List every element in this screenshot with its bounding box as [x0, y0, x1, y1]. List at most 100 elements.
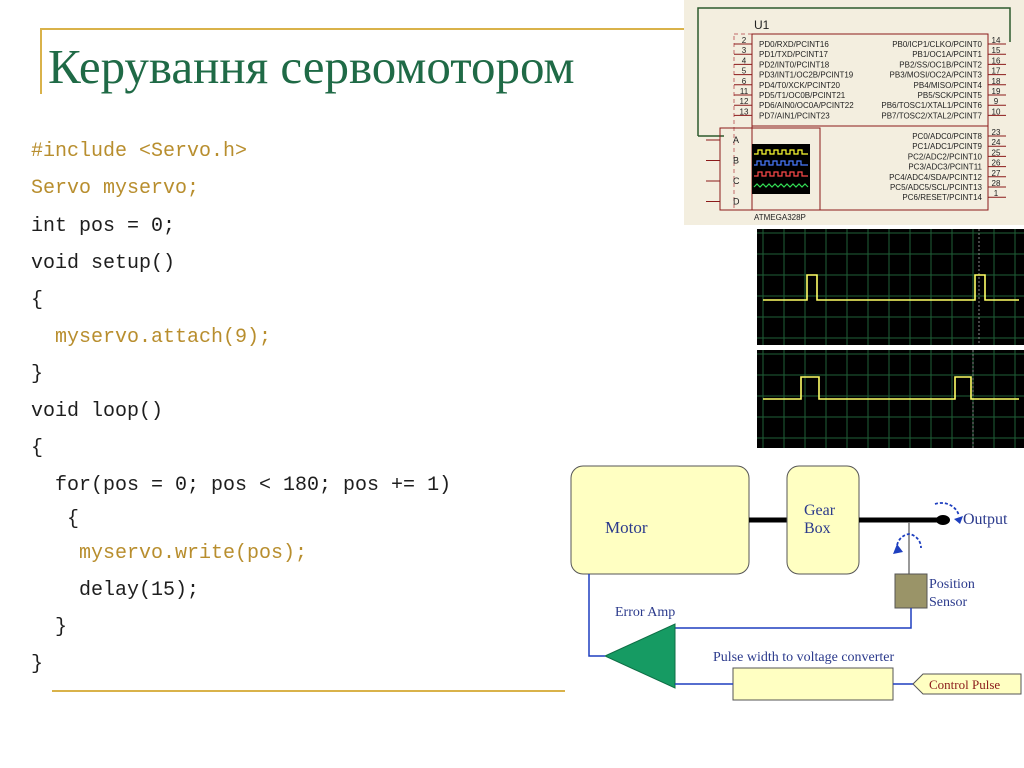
pin-name: PB7/TOSC2/XTAL2/PCINT7 [881, 111, 982, 120]
servo-block-diagram-drawing: Motor Gear Box Output Position Sensor Er… [570, 465, 1022, 701]
pin-name: PD6/AIN0/OC0A/PCINT22 [759, 101, 854, 110]
code-line: } [31, 616, 68, 639]
right-pins-top: 14 PB0/ICP1/CLKO/PCINT0 15 PB1/OC1A/PCINT1 1… [881, 36, 1006, 120]
pin-name: PC1/ADC1/PCINT9 [912, 142, 982, 151]
pin-number: 4 [742, 56, 747, 65]
code-line: } [31, 363, 44, 386]
code-line: #include <Servo.h> [31, 140, 248, 163]
scope-trace-c [754, 171, 808, 177]
pin-name: PD0/RXD/PCINT16 [759, 40, 829, 49]
servo-block-diagram: Motor Gear Box Output Position Sensor Er… [565, 458, 1024, 703]
pin-number: 10 [992, 107, 1001, 116]
control-pulse-label: Control Pulse [929, 677, 1000, 692]
scope-channel-label: A [733, 135, 739, 145]
pin-name: PB4/MISO/PCINT4 [914, 81, 983, 90]
output-shaft-end [936, 515, 950, 525]
pin-name: PB0/ICP1/CLKO/PCINT0 [892, 40, 982, 49]
oscilloscope-capture-2 [757, 350, 1024, 448]
converter-block [732, 667, 894, 701]
pin-name: PD5/T1/OC0B/PCINT21 [759, 91, 846, 100]
scope-trace-b [754, 160, 808, 166]
pin-name: PC5/ADC5/SCL/PCINT13 [890, 183, 983, 192]
oscilloscope-2-drawing [757, 350, 1024, 448]
code-line: { [31, 289, 44, 312]
accent-line-bottom [52, 690, 568, 692]
pin-number: 13 [740, 107, 749, 116]
pin-number: 5 [742, 67, 747, 76]
scope-trace-d [753, 183, 809, 188]
left-pins: 2 PD0/RXD/PCINT16 3 PD1/TXD/PCINT17 4 PD2/INT… [734, 36, 854, 120]
pin-number: 27 [992, 169, 1001, 178]
motor-block [570, 465, 750, 575]
pin-number: 12 [740, 97, 749, 106]
accent-line-top [40, 28, 700, 30]
pin-name: PC6/RESET/PCINT14 [902, 193, 982, 202]
position-sensor-label-2: Sensor [929, 595, 967, 610]
pin-name: PB1/OC1A/PCINT1 [912, 50, 982, 59]
pin-name: PC3/ADC3/PCINT11 [908, 163, 982, 172]
pin-number: 17 [992, 67, 1001, 76]
pin-name: PD4/T0/XCK/PCINT20 [759, 81, 840, 90]
pin-number: 16 [992, 56, 1001, 65]
amp-to-motor-wire [588, 574, 605, 657]
pin-name: PB2/SS/OC1B/PCINT2 [899, 60, 982, 69]
accent-line-left [40, 28, 42, 94]
code-line: for(pos = 0; pos < 180; pos += 1) [31, 474, 452, 497]
pin-number: 24 [992, 138, 1001, 147]
code-line: int pos = 0; [31, 215, 176, 238]
code-line: Servo myservo; [31, 177, 200, 200]
converter-label: Pulse width to voltage converter [713, 650, 895, 665]
scope-trace-a [754, 149, 808, 155]
pin-number: 28 [992, 179, 1001, 188]
scope-channels: A BC D [706, 135, 740, 207]
code-line: myservo.write(pos); [31, 542, 308, 565]
schematic-wire-top [697, 7, 1011, 136]
gear-box-label-1: Gear [804, 502, 836, 519]
pin-number: 19 [992, 87, 1001, 96]
code-line: { [31, 508, 80, 531]
code-line: void loop() [31, 400, 164, 423]
scope-channel-label: B [733, 156, 739, 166]
code-line: myservo.attach(9); [31, 326, 272, 349]
motor-label: Motor [605, 518, 648, 537]
pin-name: PC0/ADC0/PCINT8 [912, 132, 982, 141]
feedback-wire [675, 608, 912, 629]
pin-name: PD7/AIN1/PCINT23 [759, 111, 830, 120]
position-sensor-block [894, 573, 928, 609]
pin-number: 26 [992, 159, 1001, 168]
rotation-arrow-sensor-icon [895, 533, 922, 551]
pin-number: 15 [992, 46, 1001, 55]
pin-name: PD3/INT1/OC2B/PCINT19 [759, 71, 854, 80]
pin-name: PD2/INT0/PCINT18 [759, 60, 830, 69]
code-line: { [31, 437, 44, 460]
pin-number: 6 [742, 77, 747, 86]
scope-channel-label: D [733, 197, 740, 207]
oscilloscope-capture-1 [757, 229, 1024, 345]
pin-number: 3 [742, 46, 747, 55]
scope-channel-label: C [733, 176, 740, 186]
pin-number: 14 [992, 36, 1001, 45]
right-pins-bottom: 23PC0/ADC0/PCINT824PC1/ADC1/PCINT925PC2/… [889, 128, 1006, 202]
pin-number: 2 [742, 36, 747, 45]
oscilloscope-1-drawing [757, 229, 1024, 345]
output-label: Output [963, 511, 1008, 528]
chip-name-label: ATMEGA328P [754, 213, 806, 222]
pin-number: 11 [740, 87, 749, 96]
pin-number: 18 [992, 77, 1001, 86]
code-line: void setup() [31, 252, 176, 275]
rotation-arrow-output-icon [934, 502, 960, 517]
oscilloscope-1-grid [757, 229, 1024, 345]
slide-title: Керування сервомотором [48, 39, 575, 94]
gear-box-label-2: Box [804, 520, 831, 537]
output-arrowhead-icon [954, 516, 963, 524]
pin-name: PB6/TOSC1/XTAL1/PCINT6 [881, 101, 982, 110]
pin-number: 1 [994, 189, 999, 198]
position-sensor-label-1: Position [929, 577, 975, 592]
code-line: delay(15); [31, 579, 200, 602]
pin-name: PD1/TXD/PCINT17 [759, 50, 828, 59]
error-amp-label: Error Amp [615, 605, 675, 620]
pin-number: 9 [994, 97, 999, 106]
sensor-arrowhead-icon [893, 544, 903, 554]
